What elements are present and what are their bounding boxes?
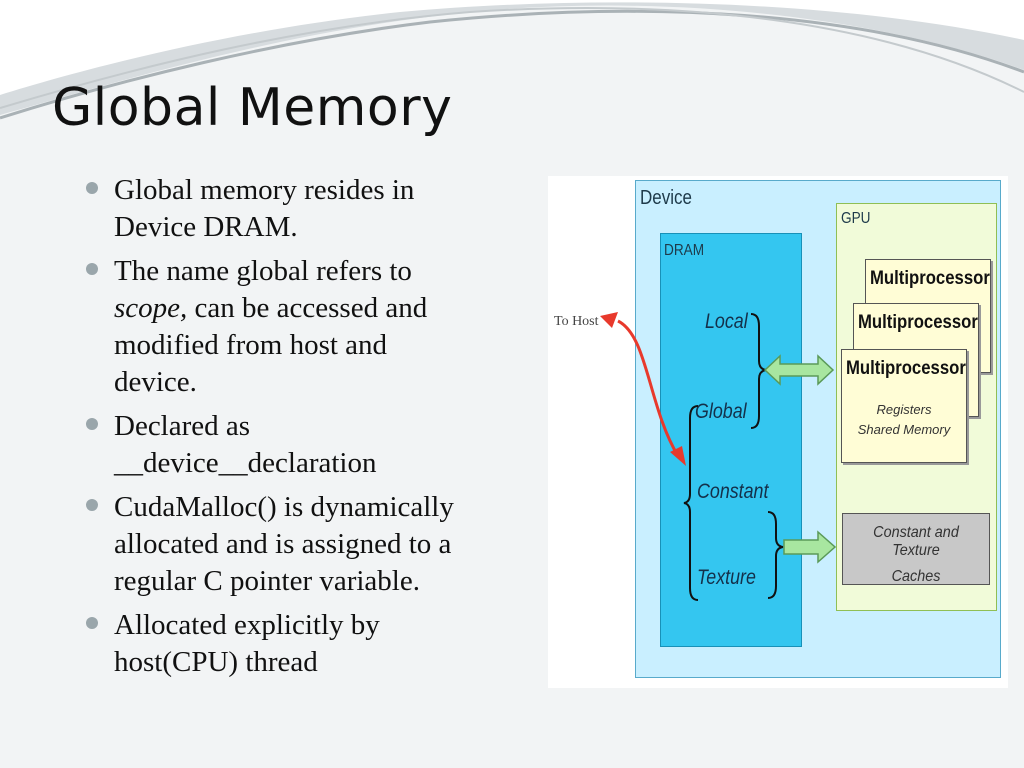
cache-label-line2: Caches <box>891 568 941 585</box>
bullet-text: regular C pointer variable. <box>114 565 420 597</box>
bullet-text: device. <box>114 366 197 398</box>
bullet-item: Declared as __device__declaration <box>86 408 540 482</box>
bullet-item: The name global refers to scope, can be … <box>86 253 540 401</box>
multiprocessor-label: Multiprocessor <box>846 358 966 379</box>
constant-texture-cache-box: Constant and Texture Caches <box>842 513 990 585</box>
scope-emphasis: scope, <box>114 292 188 324</box>
bullet-dot-icon <box>86 418 98 430</box>
bullet-text: Allocated explicitly by <box>114 609 380 641</box>
bullet-text: host(CPU) thread <box>114 646 318 678</box>
bullet-item: Allocated explicitly by host(CPU) thread <box>86 607 540 681</box>
cache-label-line1: Constant and Texture <box>873 524 959 559</box>
slide-title: Global Memory <box>52 78 453 138</box>
bullet-item: CudaMalloc() is dynamically allocated an… <box>86 489 540 600</box>
local-global-bracket <box>750 313 767 429</box>
shared-memory-label: Shared Memory <box>857 422 951 437</box>
dram-box: DRAM Local Global Constant Texture <box>660 233 802 647</box>
constant-texture-bracket <box>767 511 784 599</box>
dram-label: DRAM <box>664 242 705 259</box>
bullet-text-rest: can be accessed and <box>187 292 428 324</box>
curved-red-arrow-icon <box>617 319 680 457</box>
bullet-text: modified from host and <box>114 329 388 361</box>
multiprocessor-card: Multiprocessor Registers Shared Memory <box>841 349 967 463</box>
bullet-dot-icon <box>86 499 98 511</box>
multiprocessor-label: Multiprocessor <box>858 312 978 333</box>
device-label: Device <box>640 187 692 209</box>
bullet-text: __device__declaration <box>114 447 377 479</box>
gpu-label: GPU <box>841 210 871 227</box>
registers-label: Registers <box>876 402 932 417</box>
to-host-label: To Host <box>554 314 599 329</box>
bullet-dot-icon <box>86 263 98 275</box>
brackets <box>683 313 784 601</box>
bullet-text: Global memory resides in <box>114 174 415 206</box>
bullet-text: Device DRAM. <box>114 211 298 243</box>
dram-item-constant: Constant <box>697 480 769 503</box>
bullet-text: CudaMalloc() is dynamically <box>114 491 454 523</box>
dram-item-global: Global <box>695 400 747 423</box>
bullet-text: The name global refers to <box>114 255 412 287</box>
bullet-item: Global memory resides in Device DRAM. <box>86 172 540 246</box>
dram-item-texture: Texture <box>697 566 756 589</box>
header-swoosh-decoration <box>0 0 1024 120</box>
bidirectional-arrow-icon <box>763 354 835 386</box>
to-host-arrow <box>600 312 686 466</box>
global-constant-texture-bracket <box>683 405 699 601</box>
bullet-text: scope, can be accessed and <box>114 290 540 327</box>
cache-arrow <box>783 530 837 564</box>
diagram-connectors <box>600 312 837 601</box>
bullet-dot-icon <box>86 182 98 194</box>
bullet-list: Global memory resides in Device DRAM. Th… <box>86 172 540 688</box>
bullet-dot-icon <box>86 617 98 629</box>
bullet-text: Declared as <box>114 410 251 442</box>
right-arrow-icon <box>783 530 837 564</box>
memory-diagram: To Host Device DRAM Local Global Constan… <box>548 176 1008 688</box>
multiprocessor-label: Multiprocessor <box>870 268 990 289</box>
dram-item-local: Local <box>705 310 748 333</box>
bidirectional-arrow <box>763 354 835 386</box>
bullet-text: allocated and is assigned to a <box>114 528 452 560</box>
device-box: Device DRAM Local Global Constant Textur… <box>635 180 1001 678</box>
